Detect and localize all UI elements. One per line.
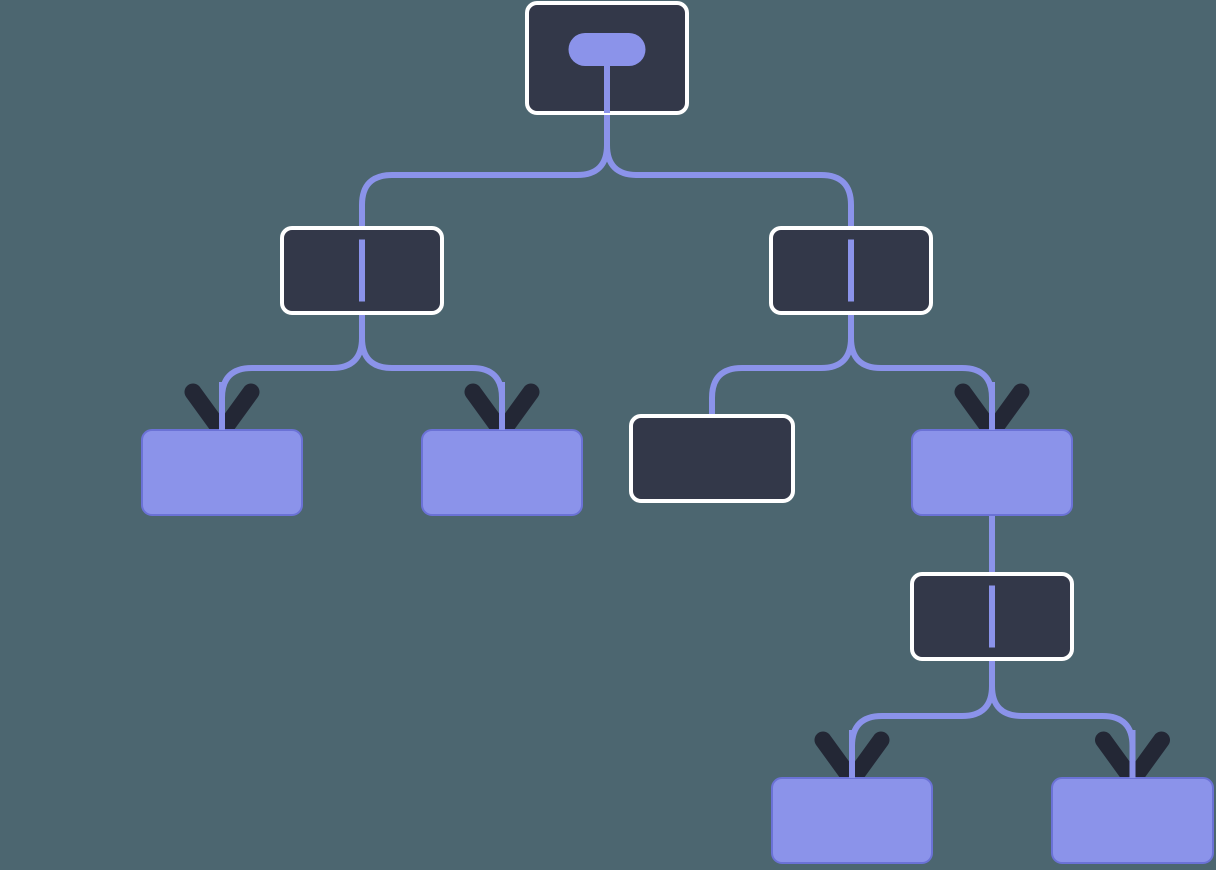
node-tick-glyph (359, 239, 365, 302)
node-box-accent[interactable] (911, 429, 1073, 516)
tree-node-n4[interactable] (421, 429, 583, 516)
node-box-accent[interactable] (771, 777, 933, 864)
tree-connector (604, 113, 854, 228)
tree-node-n0[interactable] (525, 1, 689, 115)
tree-node-n1[interactable] (280, 226, 444, 315)
tree-node-n9[interactable] (1051, 777, 1214, 864)
node-box-dark[interactable] (629, 414, 795, 503)
tree-node-n8[interactable] (771, 777, 933, 864)
node-pill-glyph (568, 33, 646, 66)
tree-node-n3[interactable] (141, 429, 303, 516)
overlay-layer (219, 66, 1136, 778)
tree-connector (709, 313, 854, 416)
tree-node-n2[interactable] (769, 226, 933, 315)
node-box-accent[interactable] (141, 429, 303, 516)
node-layer (141, 1, 1214, 864)
node-tick-glyph (989, 585, 995, 648)
node-box-accent[interactable] (421, 429, 583, 516)
node-box-accent[interactable] (1051, 777, 1214, 864)
tree-node-n6[interactable] (911, 429, 1073, 516)
node-tick-glyph (848, 239, 854, 302)
tree-node-n7[interactable] (910, 572, 1074, 661)
tree-connector (359, 113, 610, 228)
tree-node-n5[interactable] (629, 414, 795, 503)
